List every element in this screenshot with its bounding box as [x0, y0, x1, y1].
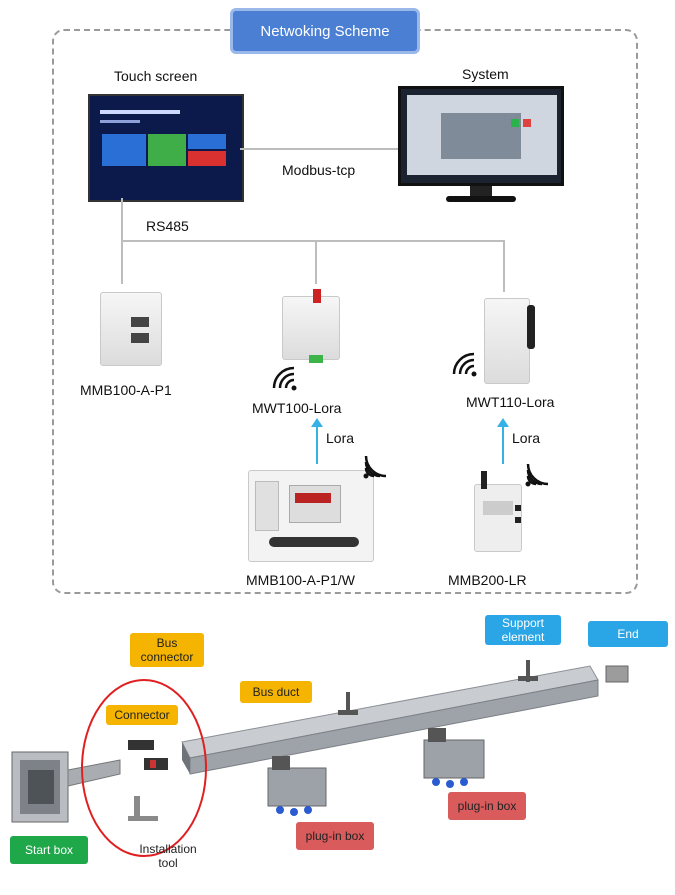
connector-tag: Connector [106, 705, 178, 725]
mmb200-lr-label: MMB200-LR [448, 572, 527, 588]
lora-arrow-left [311, 418, 323, 464]
end-cap [605, 665, 629, 683]
plug-in-box-left [267, 756, 327, 816]
mmb100-a-p1-label: MMB100-A-P1 [80, 382, 172, 398]
mwt110-lora-label: MWT110-Lora [466, 394, 555, 410]
monitor-stand [446, 196, 516, 202]
mmb200-lr-device [474, 471, 522, 552]
mmb100-a-p1-device [100, 292, 162, 366]
plug-in-box-left-tag: plug-in box [296, 822, 374, 850]
mwt100-lora-label: MWT100-Lora [252, 400, 342, 416]
wifi-icon [363, 455, 387, 479]
touch-screen-image [88, 94, 244, 202]
rs485-drop-right [503, 240, 505, 292]
lora-label-right: Lora [512, 430, 541, 446]
bus-connector-tag: Bus connector [130, 633, 204, 667]
bus-duct-tag: Bus duct [240, 681, 312, 703]
installation-tool [134, 796, 140, 818]
modbus-link-line [240, 148, 398, 150]
monitor-neck [470, 186, 492, 196]
lora-label-left: Lora [326, 430, 355, 446]
mmb100-a-p1w-label: MMB100-A-P1/W [246, 572, 355, 588]
modbus-label: Modbus-tcp [282, 162, 356, 178]
support-element [346, 692, 350, 714]
system-label: System [462, 66, 509, 82]
connector [128, 740, 154, 750]
touch-screen-label: Touch screen [114, 68, 198, 84]
busway-illustration [11, 660, 629, 857]
wifi-icon [452, 352, 477, 377]
support-element [526, 660, 530, 682]
installation-tool-label: Installation tool [139, 842, 197, 870]
system-monitor [398, 86, 564, 186]
rs485-drop-middle [315, 240, 317, 284]
scheme-title: Netwoking Scheme [230, 8, 420, 54]
support-element-tag: Support element [485, 615, 561, 645]
rs485-bus-line [121, 240, 505, 242]
plug-in-box-right-tag: plug-in box [448, 792, 526, 820]
mwt110-lora-device [484, 298, 535, 384]
lora-arrow-right [497, 418, 509, 464]
mwt100-lora-device [282, 289, 340, 363]
wifi-icon [525, 463, 549, 487]
end-tag: End [588, 621, 668, 647]
start-box-tag: Start box [10, 836, 88, 864]
plug-in-box-right [423, 728, 485, 788]
connector-highlight-circle [81, 679, 207, 857]
wifi-icon [272, 366, 297, 391]
rs485-label: RS485 [146, 218, 189, 234]
mmb100-a-p1w-device [248, 470, 374, 562]
